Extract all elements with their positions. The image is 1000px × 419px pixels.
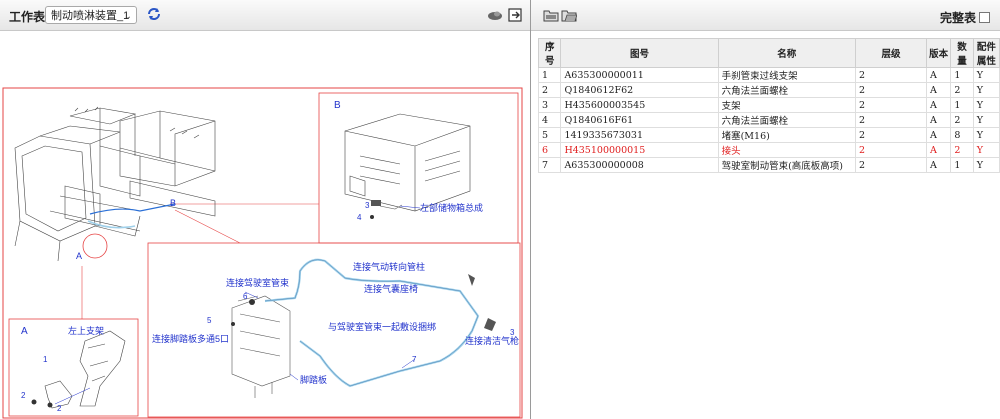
open-folder-icon[interactable]	[561, 7, 577, 23]
refresh-icon[interactable]	[146, 6, 162, 22]
col-version[interactable]: 版本	[926, 38, 952, 68]
svg-text:2: 2	[21, 391, 26, 400]
drawing-frame	[2, 87, 523, 419]
complete-table-toggle[interactable]: 完整表	[940, 9, 990, 26]
detail-pipe-box	[147, 242, 521, 418]
label-left-storage: 左部储物箱总成	[420, 202, 483, 213]
worksheet-select[interactable]: 制动喷淋装置_1 ⌄	[45, 6, 137, 24]
right-toolbar: 完整表	[531, 0, 1000, 31]
canvas-blank	[0, 31, 530, 86]
col-name[interactable]: 名称	[717, 38, 856, 68]
label-conn-clean-gun: 连接清洁气枪	[465, 335, 519, 346]
complete-table-label: 完整表	[939, 11, 976, 25]
assembly-drawing: B A	[2, 87, 523, 419]
col-quantity[interactable]: 数量	[950, 38, 974, 68]
svg-text:4: 4	[357, 213, 362, 222]
detail-a-box	[8, 318, 139, 417]
drawing-pane: 工作表 制动喷淋装置_1 ⌄ B A	[0, 0, 531, 419]
worksheet-label: 工作表	[9, 10, 46, 24]
cab-chassis-illustration	[14, 106, 216, 262]
label-pedal: 脚踏板	[300, 374, 327, 385]
svg-text:5: 5	[207, 316, 212, 325]
detail-b-box	[318, 92, 519, 244]
view-a-label: A	[21, 326, 28, 337]
label-conn-cab-harness: 连接驾驶室管束	[226, 277, 289, 288]
label-bundle-with-cab: 与驾驶室管束一起敷设捆绑	[328, 321, 436, 332]
callout-a: A	[76, 251, 82, 261]
col-level[interactable]: 层级	[854, 38, 928, 68]
pedal-illustration	[231, 295, 291, 398]
storage-box-illustration	[344, 113, 471, 212]
label-conn-pedal: 连接脚踏板多通5口	[152, 333, 229, 344]
bom-header-row: 序号 图号 名称 层级 版本 数量 配件属性	[537, 38, 1000, 68]
svg-text:1: 1	[43, 355, 48, 364]
export-icon[interactable]	[507, 7, 523, 23]
label-conn-airbag-seat: 连接气囊座椅	[364, 283, 418, 294]
view-icon[interactable]	[487, 7, 503, 23]
svg-text:3: 3	[510, 328, 515, 337]
detail-a-circle	[82, 233, 108, 259]
svg-text:3: 3	[365, 201, 370, 210]
col-index[interactable]: 序号	[537, 38, 562, 68]
complete-table-checkbox[interactable]	[979, 12, 990, 23]
callout-b: B	[170, 198, 176, 208]
label-left-bracket: 左上支架	[68, 325, 104, 336]
bracket-illustration	[44, 330, 126, 409]
view-b-label: B	[334, 100, 341, 111]
worksheet-select-value: 制动喷淋装置_1	[51, 10, 130, 22]
col-attribute[interactable]: 配件属性	[972, 38, 1000, 68]
left-toolbar: 工作表 制动喷淋装置_1 ⌄	[0, 0, 530, 31]
chevron-down-icon: ⌄	[123, 11, 132, 22]
svg-text:2: 2	[57, 404, 62, 413]
label-conn-steering: 连接气动转向管柱	[353, 261, 425, 272]
col-part-number[interactable]: 图号	[560, 38, 719, 68]
folder-icon[interactable]	[543, 7, 559, 23]
svg-text:6: 6	[243, 292, 248, 301]
